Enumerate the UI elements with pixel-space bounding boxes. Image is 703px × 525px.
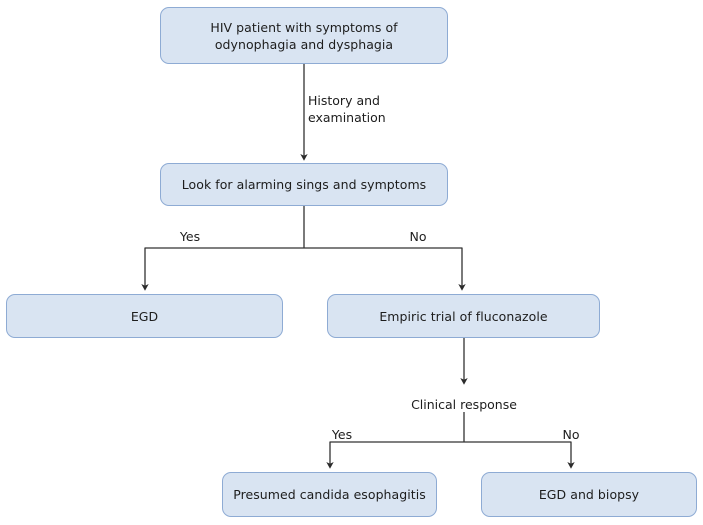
- edge-label-history-and-examination: History and examination: [308, 93, 386, 125]
- edge-label-response-no: No: [562, 427, 580, 442]
- edge-label-response-yes: Yes: [331, 427, 353, 442]
- node-presumed-candida-esophagitis[interactable]: Presumed candida esophagitis: [222, 472, 437, 517]
- node-hiv-patient-symptoms[interactable]: HIV patient with symptoms of odynophagia…: [160, 7, 448, 64]
- node-egd[interactable]: EGD: [6, 294, 283, 338]
- edge-label-alarm-no: No: [409, 229, 427, 244]
- node-look-for-alarming-signs[interactable]: Look for alarming sings and symptoms: [160, 163, 448, 206]
- node-label: EGD and biopsy: [538, 487, 640, 502]
- edge-label-clinical-response: Clinical response: [411, 397, 517, 412]
- edge-label-alarm-yes: Yes: [179, 229, 201, 244]
- node-label: Presumed candida esophagitis: [233, 487, 426, 502]
- node-label: Empiric trial of fluconazole: [379, 308, 548, 324]
- node-label: EGD: [130, 308, 159, 324]
- node-label: HIV patient with symptoms of odynophagia…: [210, 19, 398, 52]
- node-egd-and-biopsy[interactable]: EGD and biopsy: [481, 472, 697, 517]
- node-empiric-trial-fluconazole[interactable]: Empiric trial of fluconazole: [327, 294, 600, 338]
- node-label: Look for alarming sings and symptoms: [181, 177, 427, 192]
